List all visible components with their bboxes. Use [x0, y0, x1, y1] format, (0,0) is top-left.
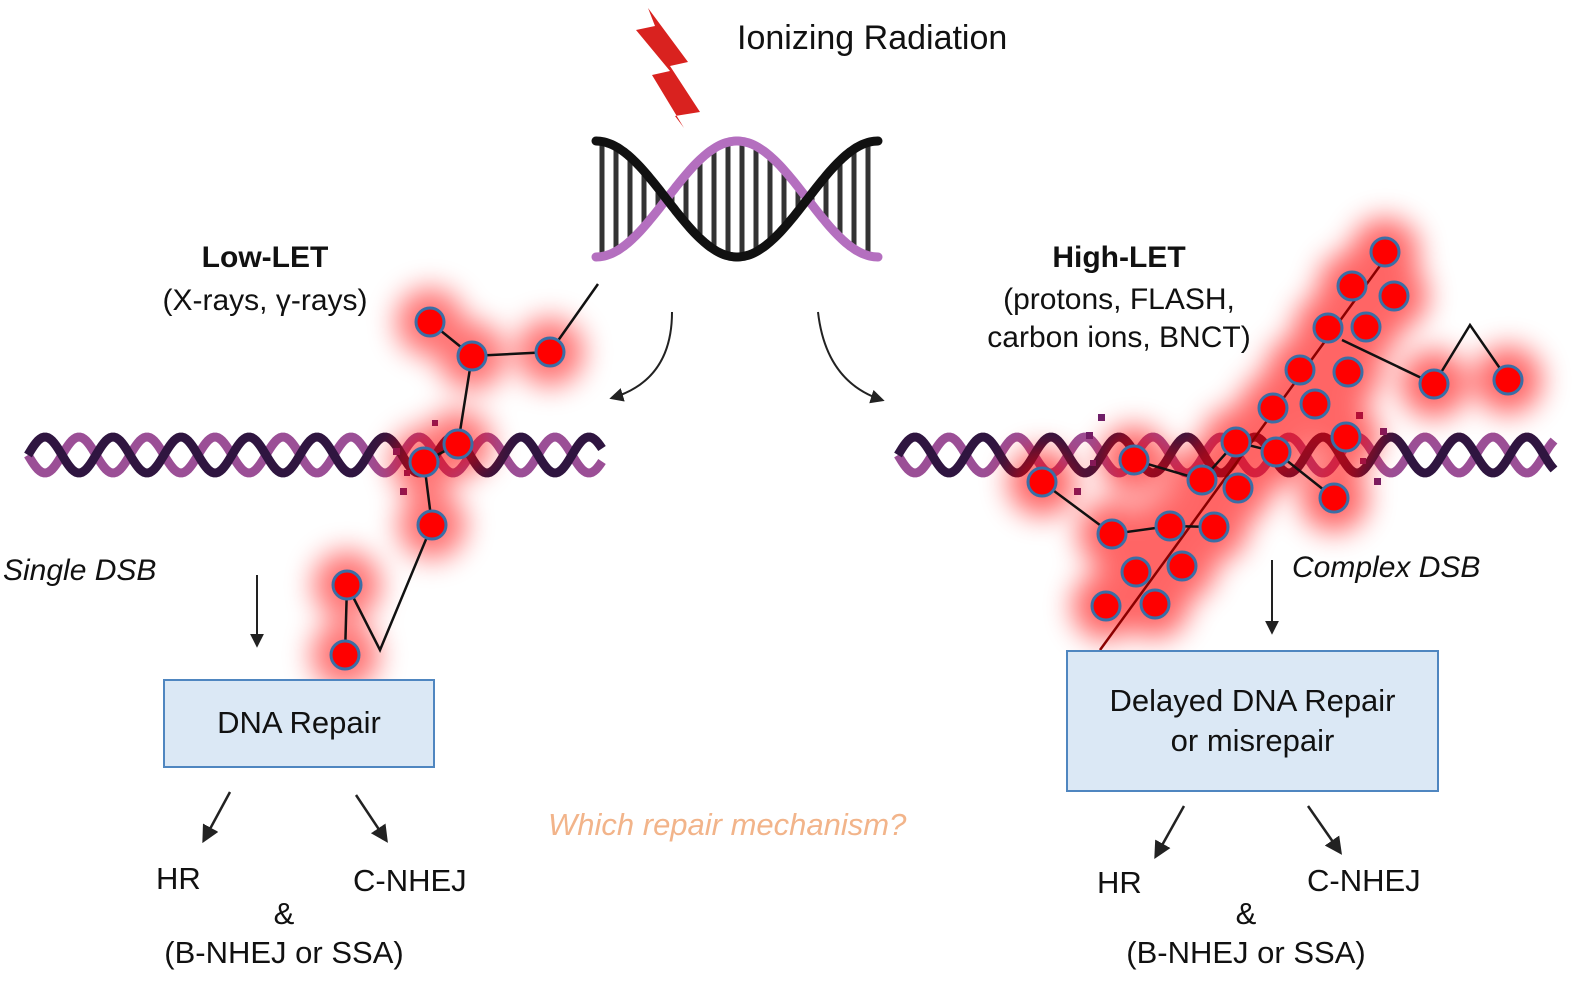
- damage-site: [416, 509, 448, 541]
- damage-site: [1299, 388, 1331, 420]
- damage-site: [1418, 368, 1450, 400]
- low-let-hr-arrow: [202, 791, 232, 844]
- question-label: Which repair mechanism?: [548, 807, 907, 842]
- damage-site: [1090, 590, 1122, 622]
- high-let-cnhej-label: C-NHEJ: [1307, 863, 1421, 898]
- high-let-ampersand: &: [1235, 896, 1257, 931]
- dna-repair-box: DNA Repair: [163, 679, 435, 768]
- delayed-repair-box: Delayed DNA Repair or misrepair: [1066, 650, 1439, 792]
- damage-site: [329, 639, 361, 671]
- damage-site: [1220, 426, 1252, 458]
- damage-site: [1492, 364, 1524, 396]
- high-let-cnhej-arrow: [1306, 805, 1342, 855]
- damage-site: [1096, 518, 1128, 550]
- damage-site: [442, 428, 474, 460]
- damage-site: [1026, 466, 1058, 498]
- low-let-cnhej-label: C-NHEJ: [353, 863, 467, 898]
- dna-repair-label: DNA Repair: [217, 705, 381, 741]
- damage-site: [408, 446, 440, 478]
- damage-site: [1118, 444, 1150, 476]
- single-dsb-label: Single DSB: [3, 554, 157, 587]
- low-let-ampersand: &: [273, 896, 295, 931]
- damage-site: [1257, 392, 1289, 424]
- high-let-subtitle-line2: carbon ions, BNCT): [987, 321, 1251, 354]
- high-let-heading: High-LET: [1052, 241, 1186, 274]
- damage-site: [1318, 482, 1350, 514]
- low-let-dna-strand: [24, 432, 606, 478]
- low-let-alt-pathways: (B-NHEJ or SSA): [164, 935, 404, 970]
- damage-site: [1186, 464, 1218, 496]
- damage-site: [1332, 356, 1364, 388]
- split-arrow-left: [609, 311, 673, 402]
- low-let-hr-label: HR: [156, 861, 201, 896]
- damage-site: [414, 306, 446, 338]
- damage-site: [534, 336, 566, 368]
- damage-site: [1284, 354, 1316, 386]
- damage-site: [1350, 311, 1382, 343]
- damage-site: [1378, 280, 1410, 312]
- high-let-hr-label: HR: [1097, 865, 1142, 900]
- damage-site: [1260, 436, 1292, 468]
- low-let-cnhej-arrow: [354, 794, 388, 843]
- low-let-damage-track: [311, 283, 600, 689]
- split-arrow-right: [817, 311, 885, 404]
- delayed-repair-line2: or misrepair: [1170, 723, 1335, 758]
- low-let-subtitle: (X-rays, γ-rays): [162, 284, 368, 317]
- high-let-alt-pathways: (B-NHEJ or SSA): [1126, 935, 1366, 970]
- damage-site: [1222, 472, 1254, 504]
- diagram-title: Ionizing Radiation: [737, 19, 1008, 57]
- damage-site: [1369, 236, 1401, 268]
- central-dna-helix: [591, 136, 883, 262]
- lightning-icon: [636, 8, 700, 128]
- delayed-repair-line1: Delayed DNA Repair: [1109, 682, 1396, 718]
- damage-site: [1330, 421, 1362, 453]
- high-let-subtitle-line1: (protons, FLASH,: [1003, 283, 1235, 316]
- damage-site: [1166, 550, 1198, 582]
- damage-site: [1154, 510, 1186, 542]
- low-let-heading: Low-LET: [201, 241, 329, 274]
- high-let-damage-track: [1008, 218, 1542, 651]
- damage-site: [331, 569, 363, 601]
- complex-dsb-label: Complex DSB: [1292, 551, 1481, 584]
- damage-site: [456, 340, 488, 372]
- damage-site: [1312, 312, 1344, 344]
- high-let-hr-arrow: [1154, 805, 1186, 860]
- damage-site: [1139, 588, 1171, 620]
- damage-site: [1198, 511, 1230, 543]
- damage-site: [1336, 270, 1368, 302]
- damage-site: [1120, 556, 1152, 588]
